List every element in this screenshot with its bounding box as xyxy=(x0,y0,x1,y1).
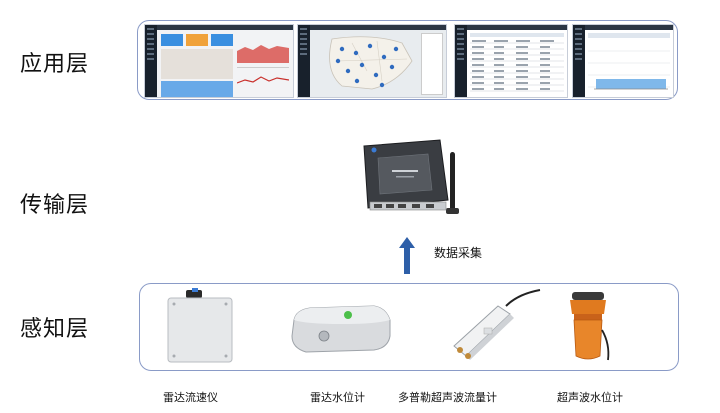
data-collection-label: 数据采集 xyxy=(434,246,483,260)
dashboard-screenshot-1 xyxy=(144,24,294,98)
data-collection-arrow xyxy=(399,237,415,274)
doppler-flow-meter-image xyxy=(446,286,546,362)
application-layer-frame xyxy=(137,20,678,100)
device-label-radar-flow-meter: 雷达流速仪 xyxy=(163,391,218,404)
ultrasonic-water-level-meter-image xyxy=(564,290,616,364)
device-label-doppler-flow-meter: 多普勒超声波流量计 xyxy=(398,391,497,404)
chart-screenshot xyxy=(572,24,674,98)
map-screenshot xyxy=(297,24,447,98)
device-label-ultrasonic-water-level-meter: 超声波水位计 xyxy=(557,391,623,404)
application-layer-label: 应用层 xyxy=(20,52,90,77)
device-label-radar-water-level-meter: 雷达水位计 xyxy=(310,391,365,404)
table-screenshot xyxy=(454,24,568,98)
rtu-gateway-device xyxy=(358,130,470,230)
radar-flow-meter-image xyxy=(164,288,236,364)
transport-layer-label: 传输层 xyxy=(20,193,90,218)
radar-water-level-meter-image xyxy=(286,300,394,356)
perception-layer-label: 感知层 xyxy=(20,317,90,342)
